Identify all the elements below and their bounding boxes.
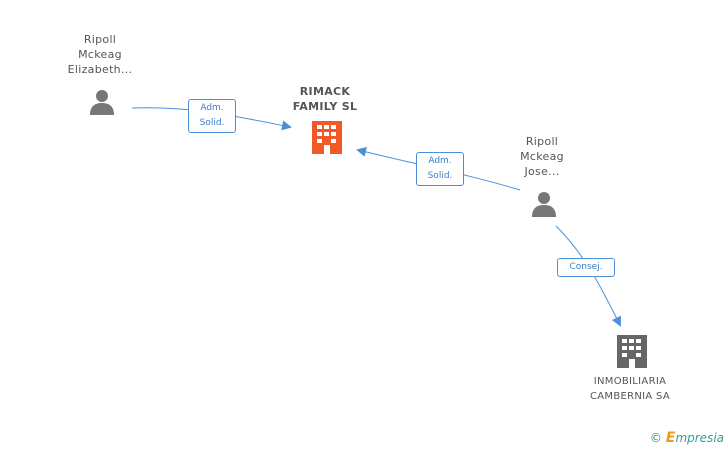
edge-role-label: Adm. Solid. bbox=[188, 99, 236, 133]
building-icon[interactable] bbox=[312, 121, 342, 154]
empresia-logo-text: mpresia bbox=[675, 431, 724, 445]
edge-role-label: Adm. Solid. bbox=[416, 152, 464, 186]
empresia-logo-initial: E bbox=[665, 430, 676, 446]
person-name-label[interactable]: Ripoll Mckeag Jose... bbox=[520, 135, 564, 178]
person-icon[interactable] bbox=[90, 90, 114, 115]
company-name-label[interactable]: INMOBILIARIA CAMBERNIA SA bbox=[589, 376, 670, 402]
person-icon[interactable] bbox=[532, 192, 556, 217]
building-icon[interactable] bbox=[617, 335, 647, 368]
person-name-label[interactable]: Ripoll Mckeag Elizabeth... bbox=[67, 33, 133, 76]
empresia-watermark: ©Empresia bbox=[650, 430, 724, 446]
copyright-icon: © bbox=[649, 431, 662, 445]
edge-role-label: Consej. bbox=[557, 258, 615, 277]
company-name-label[interactable]: RIMACK FAMILY SL bbox=[292, 85, 358, 113]
